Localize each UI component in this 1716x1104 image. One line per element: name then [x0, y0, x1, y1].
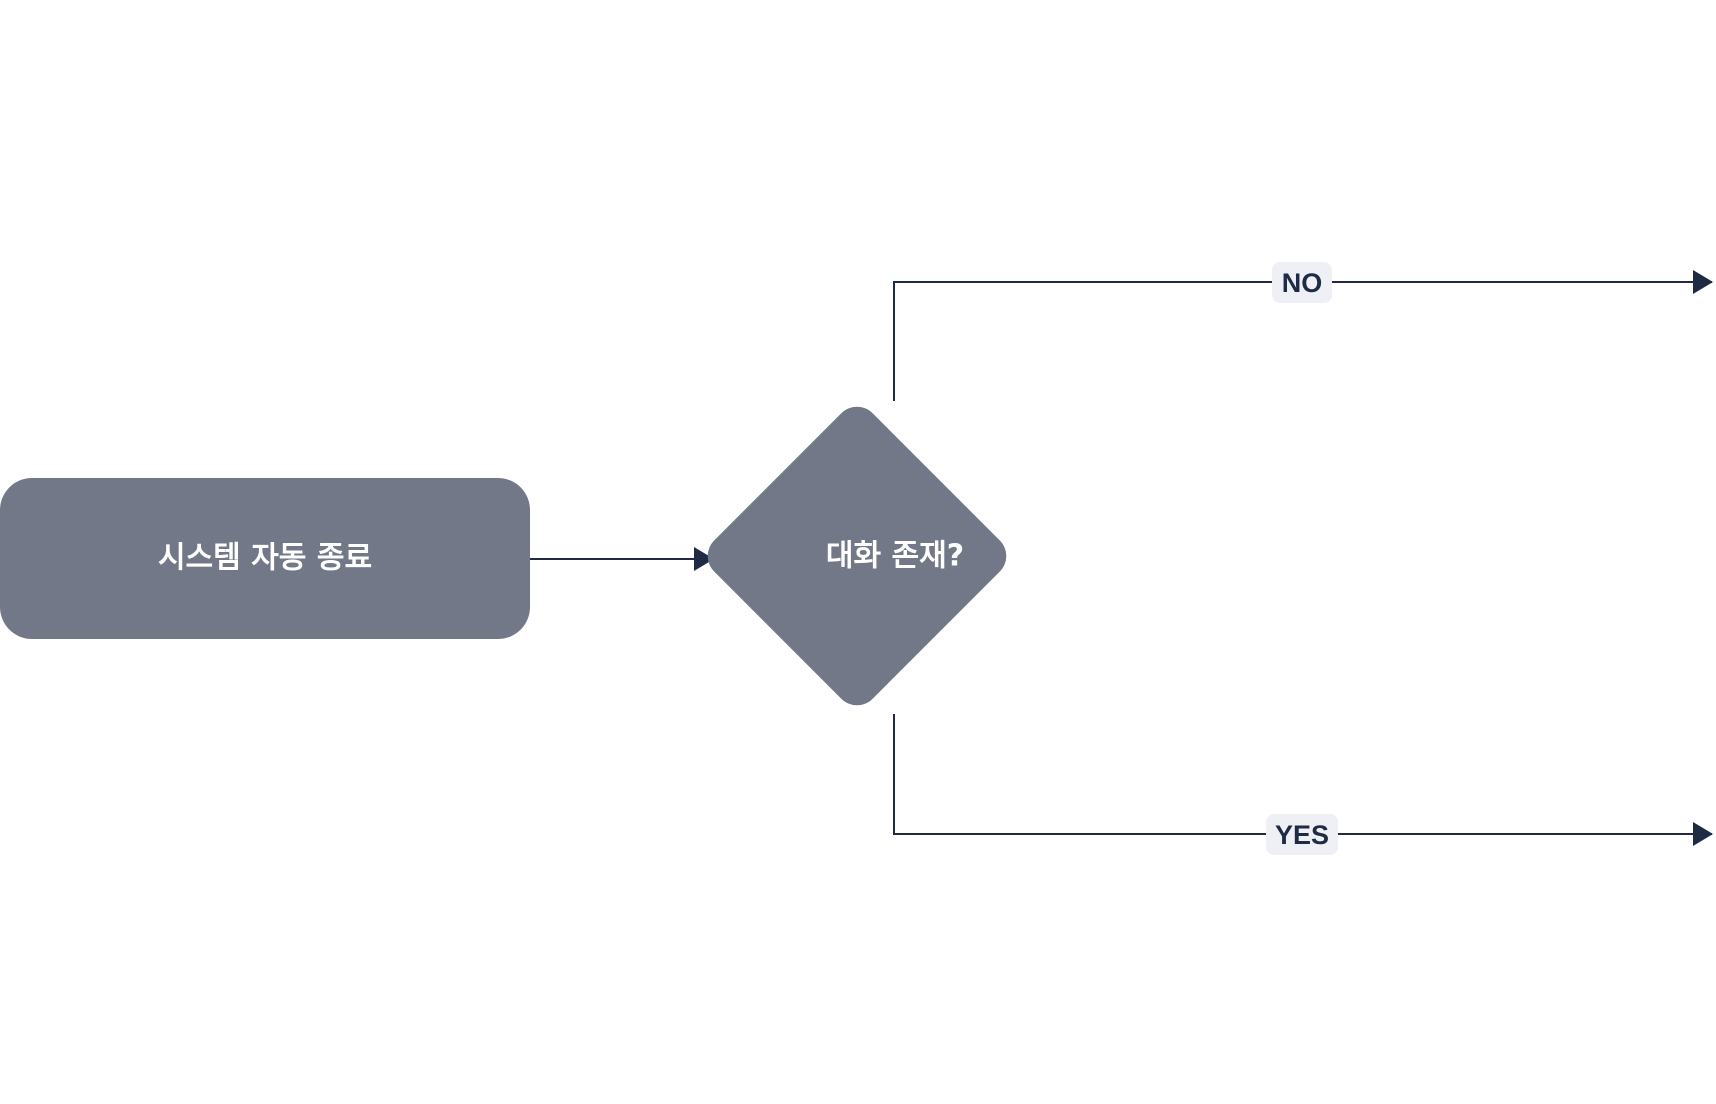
process-node-shape	[0, 478, 530, 639]
edge-no	[893, 270, 1713, 401]
edge-label-no-bg	[1272, 262, 1332, 303]
edge-label-no: NO	[1272, 262, 1332, 303]
decision-node-label: 대화 존재?	[826, 539, 964, 574]
edge-label-yes-bg	[1266, 814, 1338, 855]
edge-yes	[893, 714, 1713, 846]
process-node[interactable]: 시스템 자동 종료	[0, 478, 530, 639]
edge-label-yes-text: YES	[1275, 820, 1329, 850]
edge-label-no-text: NO	[1282, 268, 1323, 298]
decision-node[interactable]: 대화 존재?	[699, 398, 1016, 715]
process-node-label: 시스템 자동 종료	[158, 541, 372, 576]
edge-label-yes: YES	[1266, 814, 1338, 855]
decision-node-shape	[707, 406, 1007, 706]
